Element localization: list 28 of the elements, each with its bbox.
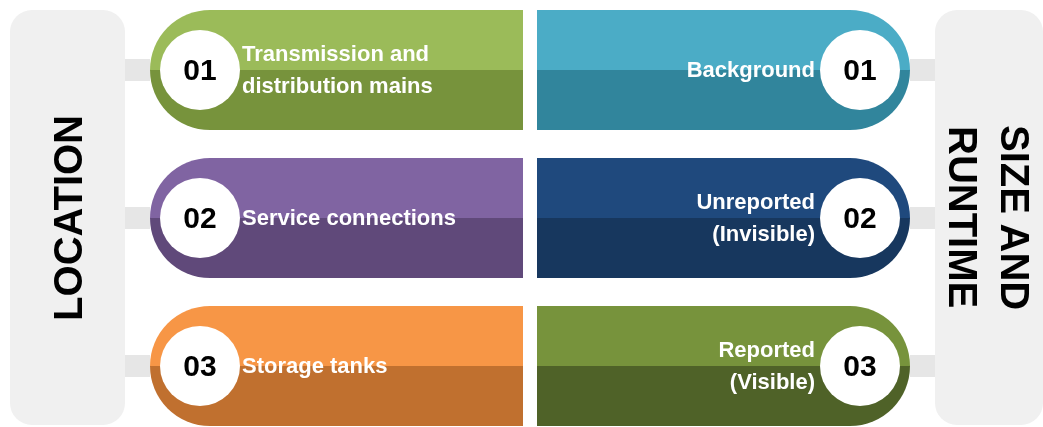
number-badge: 03 (160, 326, 240, 406)
bar-label: Unreported (Invisible) (695, 188, 815, 248)
side-panel (10, 10, 125, 425)
category-bar (150, 10, 523, 130)
category-bar (537, 158, 910, 278)
number-badge: 02 (160, 178, 240, 258)
connector-bar (910, 355, 935, 377)
bar-label: Transmission and distribution mains (242, 40, 434, 100)
bar-label: Service connections (242, 204, 457, 233)
number-badge: 02 (820, 178, 900, 258)
number-badge: 01 (820, 30, 900, 110)
connector-bar (125, 355, 150, 377)
panel-title: SIZE AND RUNTIME (940, 123, 1038, 313)
bar-label: Storage tanks (242, 352, 389, 381)
connector-bar (910, 207, 935, 229)
number-badge: 03 (820, 326, 900, 406)
side-panel (935, 10, 1043, 425)
connector-bar (125, 59, 150, 81)
connector-bar (910, 59, 935, 81)
category-bar (537, 306, 910, 426)
category-bar (150, 306, 523, 426)
category-bar (537, 10, 910, 130)
number-badge: 01 (160, 30, 240, 110)
bar-label: Reported (Visible) (717, 336, 815, 396)
bar-label: Background (685, 56, 815, 85)
connector-bar (125, 207, 150, 229)
panel-title: LOCATION (44, 114, 91, 321)
category-bar (150, 158, 523, 278)
